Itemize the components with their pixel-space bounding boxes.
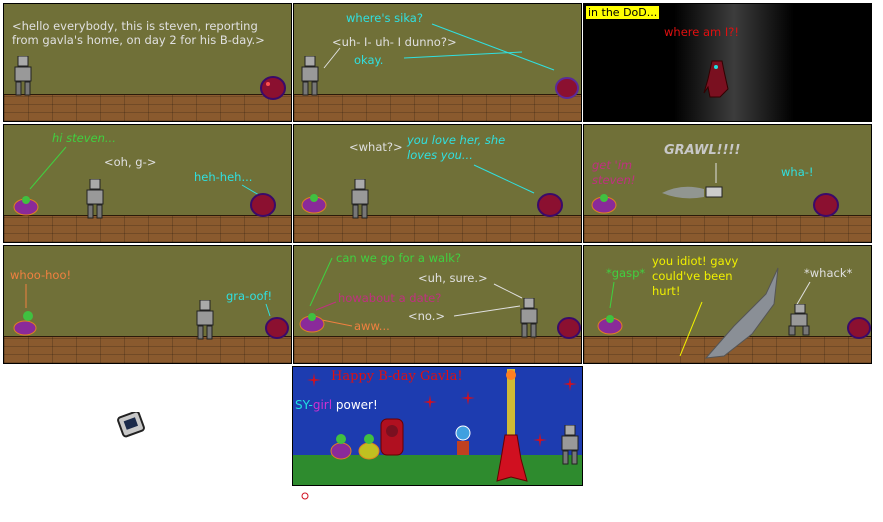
comic-panel-9: *gasp* you idiot! gavy could've been hur…: [583, 245, 872, 364]
speech-gavla: heh-heh...: [194, 170, 253, 184]
comic-panel-4: hi steven... <oh, g-> heh-heh...: [3, 124, 292, 243]
sy-girls-sprite: [330, 434, 380, 460]
gavla-dragon-sprite: [250, 193, 276, 217]
comic-panel-2: where's sika? <uh- I- uh- I dunno?> okay…: [293, 3, 582, 122]
sika-sprite: [13, 311, 37, 336]
steven-flying-sprite: [662, 186, 723, 199]
firework-icon: [307, 373, 321, 387]
birthday-title: Happy B-day Gavla!: [331, 369, 463, 384]
caption-power: power!: [332, 398, 378, 412]
speech-pointers: [29, 146, 260, 196]
mini-computer-icon: [117, 412, 145, 438]
tail-whack-sprite: [704, 267, 779, 359]
sika-sprite: [597, 315, 623, 335]
steven-robot-sprite: [561, 425, 579, 465]
speech-sika: whoo-hoo!: [10, 268, 72, 282]
floor: [294, 215, 581, 242]
caption-girl: girl: [312, 398, 333, 412]
gavla-dragon-sprite: [557, 317, 581, 339]
speech-sika: *gasp*: [606, 266, 646, 280]
gavla-dragon-sprite: [537, 193, 563, 217]
speech-gavla: wha-!: [781, 165, 814, 179]
comic-panel-6: get 'im steven! GRAWL!!!! wha-!: [583, 124, 872, 243]
comic-panel-1: <hello everybody, this is steven, report…: [3, 3, 292, 122]
floor: [4, 94, 291, 121]
speech-steven-2: <no.>: [408, 309, 446, 323]
sound-effect: GRAWL!!!!: [664, 143, 741, 158]
steven-robot-sprite: [86, 179, 104, 219]
speech-gavla: where am I?!: [664, 25, 739, 39]
floor: [294, 94, 581, 121]
steven-robot-sprite: [788, 304, 810, 336]
speech-sika: where's sika?: [346, 11, 423, 25]
steven-robot-sprite: [14, 56, 32, 96]
speech-steven-2: from gavla's home, on day 2 for his B-da…: [12, 33, 265, 47]
speech-sika-3: aww...: [354, 319, 390, 333]
sika-sprite: [299, 313, 325, 333]
floor: [294, 336, 581, 363]
firework-icon: [301, 492, 309, 500]
speech-steven: <uh- I- uh- I dunno?>: [332, 35, 457, 49]
sika-sprite: [455, 425, 471, 455]
location-tag: in the DoD...: [586, 6, 660, 19]
speech-gavla: gra-oof!: [226, 289, 273, 303]
speech-pointers: [609, 281, 811, 357]
sika-sprite: [301, 194, 327, 214]
comic-panel-5: <what?> you love her, she loves you...: [293, 124, 582, 243]
throne-sprite: [380, 418, 404, 456]
firework-icon: [533, 433, 547, 447]
gavla-dragon-sprite: [847, 317, 871, 339]
sika-sprite: [555, 77, 579, 99]
grass: [293, 455, 582, 485]
firework-icon: [423, 395, 437, 409]
gavla-dragon-sprite: [265, 317, 289, 339]
comic-panel-3: in the DoD... where am I?!: [583, 3, 872, 122]
speech-sika-2: steven!: [592, 173, 636, 187]
sika-sprite: [13, 196, 39, 216]
speech-sika-3: could've been: [652, 269, 733, 283]
gavla-dragon-sprite: [496, 369, 528, 482]
comic-panel-7: whoo-hoo! gra-oof!: [3, 245, 292, 364]
steven-robot-sprite: [351, 179, 369, 219]
speech-sika-2: howabout a date?: [338, 291, 442, 305]
speech-pointers: [25, 284, 271, 317]
speech-gavla: you love her, she: [407, 133, 506, 147]
sika-sprite: [591, 194, 617, 214]
speech-sika-4: hurt!: [652, 284, 681, 298]
speech-gavla-2: loves you...: [407, 148, 473, 162]
gavla-dragon-sprite: [260, 76, 286, 100]
steven-robot-sprite: [196, 300, 214, 340]
birthday-caption: SY-girl power!: [295, 398, 378, 412]
floor: [4, 336, 291, 363]
sound-effect: *whack*: [804, 266, 853, 280]
speech-steven: <uh, sure.>: [418, 271, 488, 285]
gavla-dragon-sprite: [813, 193, 839, 217]
steven-robot-sprite: [301, 56, 319, 96]
speech-steven: <hello everybody, this is steven, report…: [12, 19, 258, 33]
speech-pointers: [323, 23, 555, 71]
firework-icon: [563, 377, 577, 391]
caption-sy: SY-: [295, 398, 313, 412]
light-beam: [674, 4, 794, 121]
speech-pointers: [309, 257, 523, 327]
speech-sika: can we go for a walk?: [336, 251, 462, 265]
speech-steven: <what?>: [349, 140, 403, 154]
comic-panel-8: can we go for a walk? <uh, sure.> howabo…: [293, 245, 582, 364]
birthday-panel: Happy B-day Gavla! SY-girl power!: [292, 366, 583, 486]
floor: [584, 215, 871, 242]
floor: [4, 215, 291, 242]
speech-sika: hi steven...: [52, 131, 116, 145]
speech-sika-2: okay.: [354, 53, 384, 67]
firework-icon: [461, 391, 475, 405]
speech-pointers: [715, 163, 717, 183]
gavla-dragon-sprite: [703, 60, 729, 98]
speech-steven: <oh, g->: [104, 155, 157, 169]
speech-pointers: [473, 164, 535, 194]
steven-robot-sprite: [520, 298, 538, 338]
speech-sika-2: you idiot! gavy: [652, 254, 739, 268]
speech-sika: get 'im: [592, 158, 633, 172]
